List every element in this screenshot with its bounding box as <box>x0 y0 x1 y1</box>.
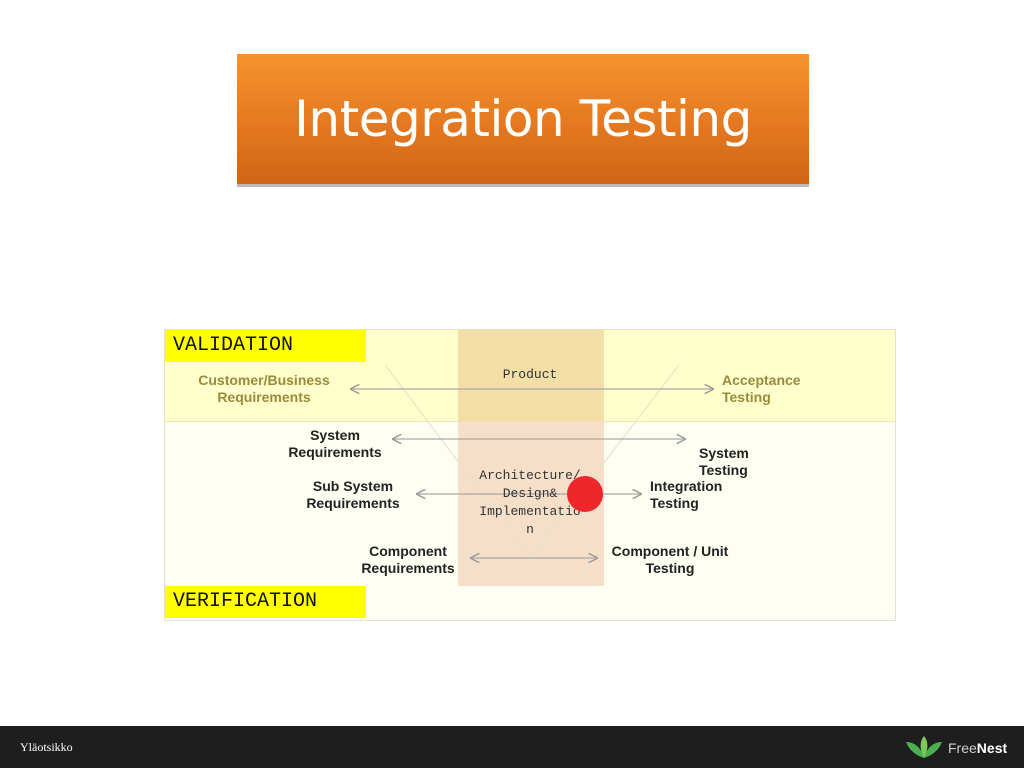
slide-title: Integration Testing <box>294 90 752 148</box>
component-unit-line-1: Component / Unit <box>611 543 729 559</box>
integration-line-2: Testing <box>650 495 699 511</box>
product-label: Product <box>502 367 558 382</box>
sub-system-requirements: Sub System Requirements <box>290 478 416 512</box>
architecture-line-3: Implementatio <box>479 504 581 519</box>
acceptance-testing: Acceptance Testing <box>722 372 842 406</box>
logo-nest: Nest <box>976 740 1008 756</box>
v-line-left <box>384 364 532 559</box>
diagram-lines <box>165 364 897 622</box>
verification-tag: VERIFICATION <box>165 586 366 618</box>
component-requirements: Component Requirements <box>348 543 468 577</box>
architecture-line-1: Architecture/ <box>479 468 581 483</box>
architecture-line-2: Design& <box>502 486 558 501</box>
acceptance-line-1: Acceptance <box>722 372 801 388</box>
component-unit-testing: Component / Unit Testing <box>600 543 740 577</box>
v-model-diagram: VALIDATION VERIFICATION <box>164 329 896 621</box>
logo-text: FreeNest <box>948 740 1007 756</box>
v-line-right <box>530 364 680 559</box>
customer-business-line-1: Customer/Business <box>198 372 330 388</box>
customer-business-line-2: Requirements <box>217 389 311 405</box>
leaf-logo-icon <box>906 736 942 758</box>
system-req-line-1: System <box>310 427 360 443</box>
sub-system-line-2: Requirements <box>306 495 400 511</box>
integration-line-1: Integration <box>650 478 723 494</box>
center-column-top <box>458 330 604 421</box>
sub-system-line-1: Sub System <box>312 478 394 494</box>
system-req-line-2: Requirements <box>288 444 382 460</box>
validation-tag: VALIDATION <box>165 330 366 362</box>
customer-business-requirements: Customer/Business Requirements <box>184 372 344 406</box>
footer-bar: Yläotsikko FreeNest <box>0 726 1024 768</box>
footer-header-text: Yläotsikko <box>20 740 73 754</box>
architecture-label: Architecture/ Design& Implementatio n <box>457 467 603 539</box>
logo-free: Free <box>948 740 977 756</box>
integration-testing: Integration Testing <box>650 478 750 512</box>
system-testing: System Testing <box>699 445 789 479</box>
title-banner: Integration Testing <box>237 54 809 184</box>
component-req-line-1: Component <box>369 543 447 559</box>
component-req-line-2: Requirements <box>361 560 455 576</box>
system-requirements: System Requirements <box>270 427 400 461</box>
component-unit-line-2: Testing <box>645 560 695 576</box>
architecture-line-4: n <box>526 522 534 537</box>
system-testing-line-2: Testing <box>699 462 748 478</box>
acceptance-line-2: Testing <box>722 389 771 405</box>
system-testing-line-1: System <box>699 445 749 461</box>
laser-pointer-dot <box>567 476 603 512</box>
